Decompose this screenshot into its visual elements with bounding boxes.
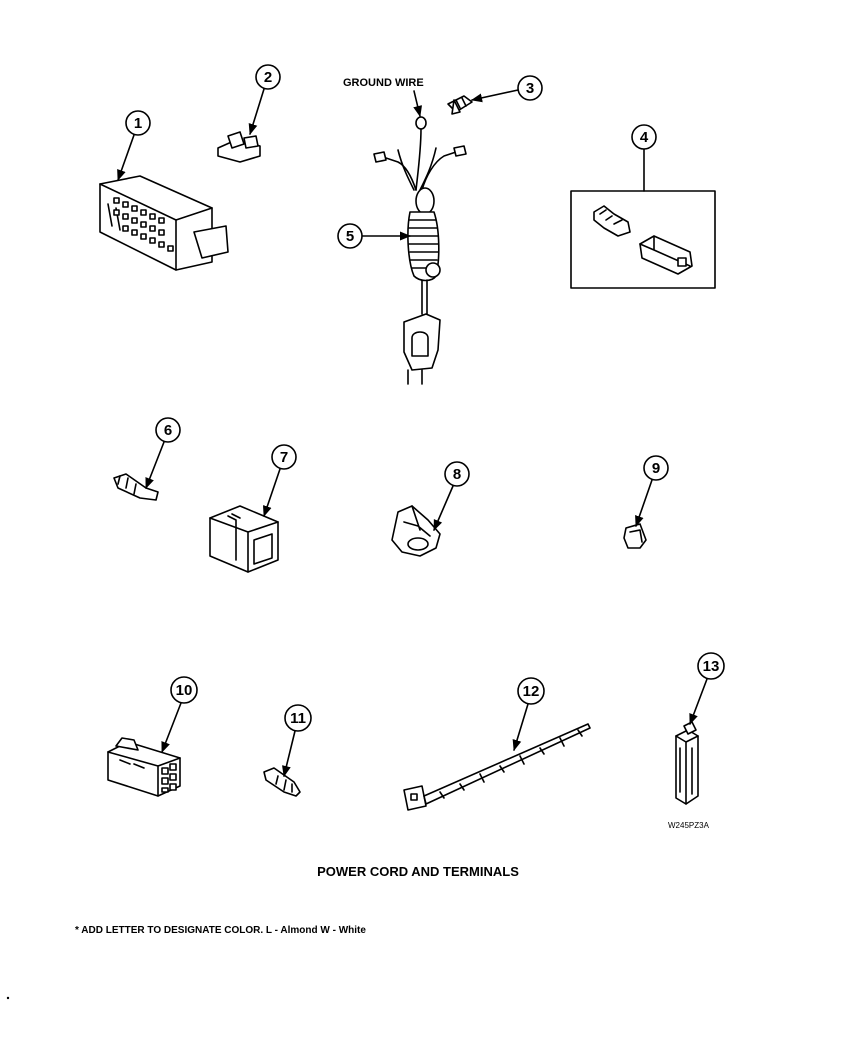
connector-pin-grid [113, 197, 174, 252]
svg-text:1: 1 [134, 115, 142, 132]
part-4-terminal-kit-icon [570, 190, 716, 289]
part-2-terminal-clip-icon [217, 131, 261, 163]
part-6-crimp-terminal-icon [113, 473, 159, 501]
callout-3: 3 [517, 75, 543, 101]
svg-text:2: 2 [264, 69, 272, 86]
svg-text:12: 12 [523, 683, 540, 700]
part-10-six-pin-connector-icon [107, 737, 181, 797]
callout-9: 9 [643, 455, 669, 481]
part-12-cable-tie-icon [403, 723, 591, 811]
part-3-screw-icon [447, 95, 473, 115]
callout-1: 1 [125, 110, 151, 136]
color-footnote: * ADD LETTER TO DESIGNATE COLOR. L - Alm… [75, 925, 366, 936]
connector-pin-holes [161, 763, 177, 793]
svg-text:7: 7 [280, 449, 288, 466]
callout-10: 10 [170, 676, 198, 704]
callout-8: 8 [444, 461, 470, 487]
part-5-power-cord-icon [373, 116, 467, 385]
part-9-retainer-clip-icon [623, 523, 647, 549]
part-1-connector-block-icon [99, 175, 229, 271]
svg-text:10: 10 [176, 682, 193, 699]
callout-11: 11 [284, 704, 312, 732]
callout-4: 4 [631, 124, 657, 150]
svg-text:4: 4 [640, 129, 649, 146]
part-8-wire-clip-icon [391, 505, 441, 557]
callout-7: 7 [271, 444, 297, 470]
part-7-plug-housing-icon [209, 505, 279, 573]
svg-text:5: 5 [346, 228, 354, 245]
svg-text:8: 8 [453, 466, 461, 483]
callout-6: 6 [155, 417, 181, 443]
drawing-code: W245PZ3A [668, 821, 709, 830]
svg-text:13: 13 [703, 658, 720, 675]
callout-5: 5 [337, 223, 363, 249]
ground-wire-label: GROUND WIRE [343, 77, 424, 89]
svg-text:6: 6 [164, 422, 172, 439]
stray-dot [6, 996, 10, 1000]
callout-13: 13 [697, 652, 725, 680]
part-13-channel-clip-icon [675, 721, 699, 805]
diagram-title: POWER CORD AND TERMINALS [317, 864, 519, 879]
callout-2: 2 [255, 64, 281, 90]
svg-text:3: 3 [526, 80, 534, 97]
callout-12: 12 [517, 677, 545, 705]
part-11-pin-terminal-icon [263, 767, 301, 797]
leader-lines [117, 88, 708, 778]
svg-text:9: 9 [652, 460, 660, 477]
svg-text:11: 11 [290, 710, 306, 727]
